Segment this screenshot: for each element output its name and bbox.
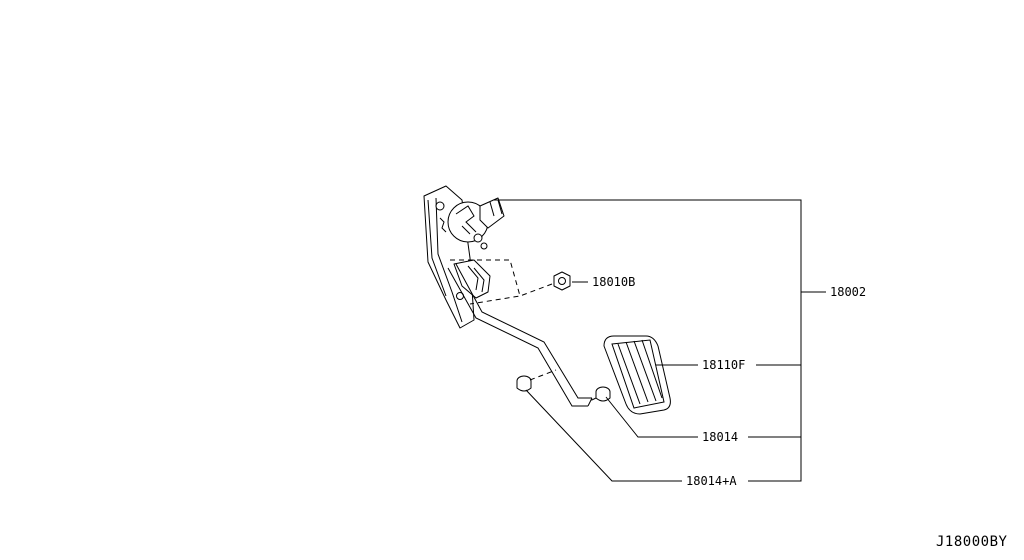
- label-assembly-18002: 18002: [830, 285, 866, 299]
- label-stopper-18014a: 18014+A: [686, 474, 737, 488]
- label-pedal-pad-18110f: 18110F: [702, 358, 745, 372]
- label-stopper-18014: 18014: [702, 430, 738, 444]
- nut-18010b: [519, 271, 571, 297]
- pedal-pad-18110f: [603, 335, 671, 415]
- stopper-18014: [587, 386, 611, 403]
- stopper-18014a: [516, 369, 557, 392]
- leader-lines: [494, 199, 826, 482]
- diagram-code: J18000BY: [936, 534, 1008, 550]
- pedal-sensor-housing: [447, 197, 505, 250]
- label-nut-18010b: 18010B: [592, 275, 635, 289]
- pedal-arm: [447, 263, 593, 407]
- pedal-pivot-spring: [450, 259, 521, 305]
